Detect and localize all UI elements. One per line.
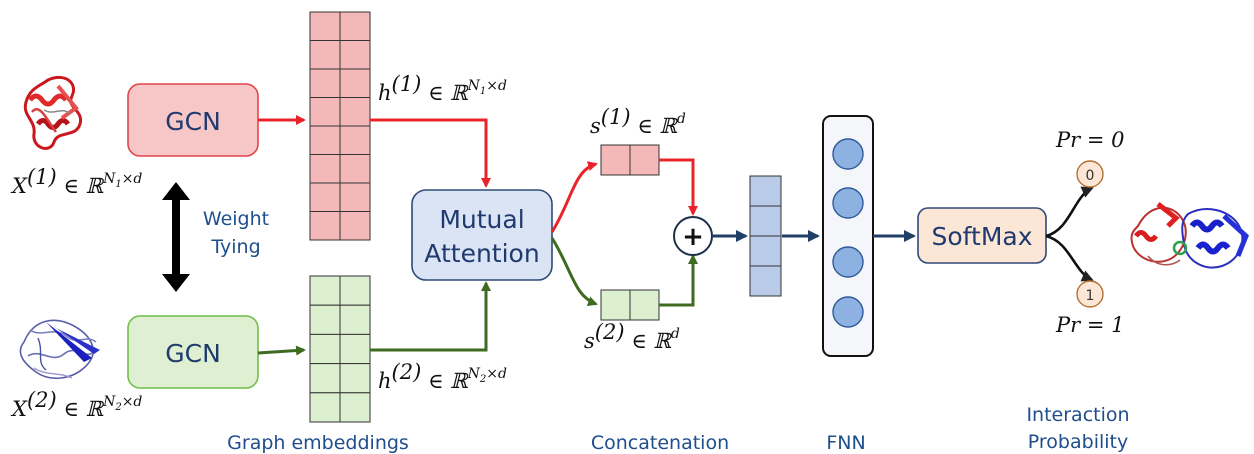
gcn-top-block: GCN xyxy=(127,83,259,157)
svg-text:1: 1 xyxy=(1086,288,1095,304)
fnn-neuron xyxy=(832,246,864,278)
softmax-to-output0-arrow xyxy=(1045,186,1094,238)
embedding-cell xyxy=(339,154,371,184)
concat-vector-cell xyxy=(749,175,782,207)
fnn-caption: FNN xyxy=(826,432,865,454)
embedding-cell xyxy=(339,304,371,335)
embedding-cell xyxy=(309,211,341,241)
weight-tying-label-line1: Weight xyxy=(203,208,269,230)
concatenation-caption: Concatenation xyxy=(591,432,729,454)
embedding-cell xyxy=(309,40,341,70)
embedding-cell xyxy=(309,125,341,155)
graph-embedding-matrix-top xyxy=(309,11,371,241)
svg-text:h(1) ∈ ℝN1×d: h(1) ∈ ℝN1×d xyxy=(378,72,507,105)
s2-label: s(2) ∈ ℝd xyxy=(584,320,680,353)
embedding-cell xyxy=(309,68,341,98)
svg-text:+: + xyxy=(682,222,704,252)
softmax-to-output1-arrow xyxy=(1045,234,1094,282)
h2-label: h(2) ∈ ℝN2×d xyxy=(378,360,507,393)
output-class-1-node: 1 xyxy=(1076,280,1104,308)
svg-text:SoftMax: SoftMax xyxy=(931,222,1032,251)
interaction-probability-caption-line2: Probability xyxy=(1028,431,1128,453)
protein-structure-red-icon xyxy=(23,75,83,150)
svg-text:0: 0 xyxy=(1086,168,1095,184)
concatenated-vector xyxy=(749,175,782,297)
attention-to-s2-arrow xyxy=(550,237,598,306)
embedding-cell xyxy=(339,182,371,212)
s1-to-plus-arrow xyxy=(659,158,698,216)
gcn-bottom-to-embedding-arrow xyxy=(257,345,306,356)
s2-vector xyxy=(600,289,660,321)
svg-text:X(1) ∈ ℝN1×d: X(1) ∈ ℝN1×d xyxy=(10,165,142,198)
protein-structure-blue-icon xyxy=(19,319,100,379)
embedding-cell xyxy=(309,363,341,394)
svg-text:Attention: Attention xyxy=(424,239,539,268)
embedding-cell xyxy=(309,392,341,423)
softmax-block: SoftMax xyxy=(917,207,1047,264)
concat-vector-cell xyxy=(749,205,782,237)
fnn-neuron xyxy=(832,296,864,328)
embedding-cell xyxy=(339,125,371,155)
x1-label: X(1) ∈ ℝN1×d xyxy=(10,165,142,198)
embedding-cell xyxy=(309,304,341,335)
embedding-cell xyxy=(339,333,371,365)
embedding-cell xyxy=(309,154,341,184)
h1-label: h(1) ∈ ℝN1×d xyxy=(378,72,507,105)
embedding-cell xyxy=(339,363,371,394)
embedding-cell xyxy=(339,211,371,241)
svg-text:GCN: GCN xyxy=(165,339,221,368)
s2-to-plus-arrow xyxy=(659,254,698,307)
svg-text:X(2) ∈ ℝN2×d: X(2) ∈ ℝN2×d xyxy=(10,388,142,421)
embedding-top-to-attention-arrow xyxy=(370,118,491,188)
embedding-cell xyxy=(339,11,371,41)
s1-vector xyxy=(600,144,660,176)
pr1-label: Pr = 1 xyxy=(1055,313,1124,337)
svg-text:s(2) ∈ ℝd: s(2) ∈ ℝd xyxy=(584,320,680,353)
embedding-cell xyxy=(339,40,371,70)
embedding-cell xyxy=(339,275,371,306)
fnn-neurons xyxy=(832,138,864,328)
graph-embeddings-caption: Graph embeddings xyxy=(227,432,409,454)
s1-label: s(1) ∈ ℝd xyxy=(590,105,686,138)
attention-to-s1-arrow xyxy=(550,161,598,233)
pr0-label: Pr = 0 xyxy=(1055,128,1124,152)
weight-tying-arrow xyxy=(162,182,190,292)
gcn-bottom-block: GCN xyxy=(127,315,259,389)
embedding-cell xyxy=(309,97,341,127)
embedding-cell xyxy=(309,11,341,41)
concatenation-plus-node: + xyxy=(673,216,713,256)
protein-complex-icon xyxy=(1130,202,1249,269)
mutual-attention-block: Mutual Attention xyxy=(411,189,553,281)
svg-text:Mutual: Mutual xyxy=(439,205,524,234)
svg-text:h(2) ∈ ℝN2×d: h(2) ∈ ℝN2×d xyxy=(378,360,507,393)
fnn-neuron xyxy=(832,138,864,170)
graph-embedding-matrix-bottom xyxy=(309,275,371,423)
fnn-neuron xyxy=(832,187,864,219)
embedding-cell xyxy=(339,392,371,423)
embedding-cell xyxy=(309,333,341,365)
x2-label: X(2) ∈ ℝN2×d xyxy=(10,388,142,421)
concat-vector-cell xyxy=(749,235,782,267)
embedding-bottom-to-attention-arrow xyxy=(370,281,491,352)
embedding-cell xyxy=(309,182,341,212)
embedding-cell xyxy=(339,97,371,127)
concat-vector-cell xyxy=(749,265,782,297)
interaction-probability-caption-line1: Interaction xyxy=(1026,404,1129,426)
embedding-cell xyxy=(309,275,341,306)
svg-text:s(1) ∈ ℝd: s(1) ∈ ℝd xyxy=(590,105,686,138)
embedding-cell xyxy=(339,68,371,98)
weight-tying-label-line2: Tying xyxy=(210,236,260,258)
svg-text:GCN: GCN xyxy=(165,107,221,136)
output-class-0-node: 0 xyxy=(1076,160,1104,188)
